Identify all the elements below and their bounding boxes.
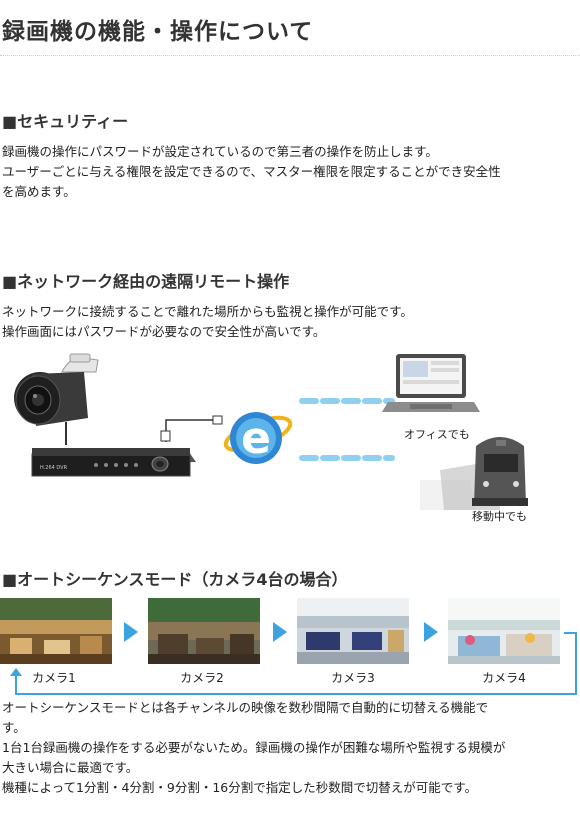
loop-back-arrow: [10, 632, 577, 695]
autosequence-line: 1台1台録画機の操作をする必要がないため。録画機の操作が困難な場所や監視する規模…: [2, 740, 506, 755]
section-heading-network: ■ネットワーク経由の遠隔リモート操作: [2, 272, 290, 291]
camera-thumbnail-1: [0, 598, 112, 664]
network-line: ネットワークに接続することで離れた場所からも監視と操作が可能です。: [2, 304, 413, 319]
security-line: ユーザーごとに与える権限を設定できるので、マスター権限を限定することができ安全性: [2, 164, 501, 179]
autosequence-line: 大きい場合に最適です。: [2, 760, 139, 775]
dvr-icon: H.264 DVR: [31, 448, 196, 477]
autosequence-line: 機種によって1分割・4分割・9分割・16分割で指定した秒数間で切替えが可能です。: [2, 780, 478, 795]
camera-thumbnail-2: [148, 598, 260, 664]
security-line: を高めます。: [2, 184, 76, 199]
camera-label-4: カメラ4: [482, 671, 526, 685]
camera-label-1: カメラ1: [32, 671, 76, 685]
dvr-label: H.264 DVR: [40, 465, 68, 471]
camera-label-3: カメラ3: [331, 671, 375, 685]
network-dash-lines: [299, 398, 395, 461]
camera-thumbnail-4: [448, 598, 560, 664]
security-camera-icon: [14, 353, 99, 426]
autosequence-line: す。: [2, 720, 26, 735]
office-label: オフィスでも: [404, 428, 470, 441]
network-diagram: H.264 DVR e: [14, 353, 528, 510]
title-divider: [0, 55, 580, 56]
security-paragraph: 録画機の操作にパスワードが設定されているので第三者の操作を防止します。 ユーザー…: [2, 142, 578, 202]
autosequence-line: オートシーケンスモードとは各チャンネルの映像を数秒間隔で自動的に切替える機能で: [2, 700, 489, 715]
mobile-label: 移動中でも: [472, 510, 527, 523]
camera-sequence-diagram: [0, 598, 577, 695]
camera-label-2: カメラ2: [180, 671, 224, 685]
sequence-arrows: [124, 622, 438, 642]
network-line: 操作画面にはパスワードが必要なので安全性が高いです。: [2, 324, 326, 339]
security-line: 録画機の操作にパスワードが設定されているので第三者の操作を防止します。: [2, 144, 438, 159]
section-heading-autosequence: ■オートシーケンスモード（カメラ4台の場合）: [2, 570, 348, 589]
network-paragraph: ネットワークに接続することで離れた場所からも監視と操作が可能です。 操作画面には…: [2, 302, 578, 342]
laptop-icon: [382, 354, 480, 412]
internet-explorer-icon: e: [223, 412, 293, 464]
svg-text:e: e: [241, 413, 271, 464]
autosequence-paragraph: オートシーケンスモードとは各チャンネルの映像を数秒間隔で自動的に切替える機能で …: [2, 698, 578, 798]
section-heading-security: ■セキュリティー: [2, 112, 129, 131]
connector-lines: [65, 415, 223, 445]
camera-thumbnail-3: [297, 598, 409, 664]
train-icon: [420, 437, 528, 510]
page-title: 録画機の機能・操作について: [2, 19, 314, 45]
